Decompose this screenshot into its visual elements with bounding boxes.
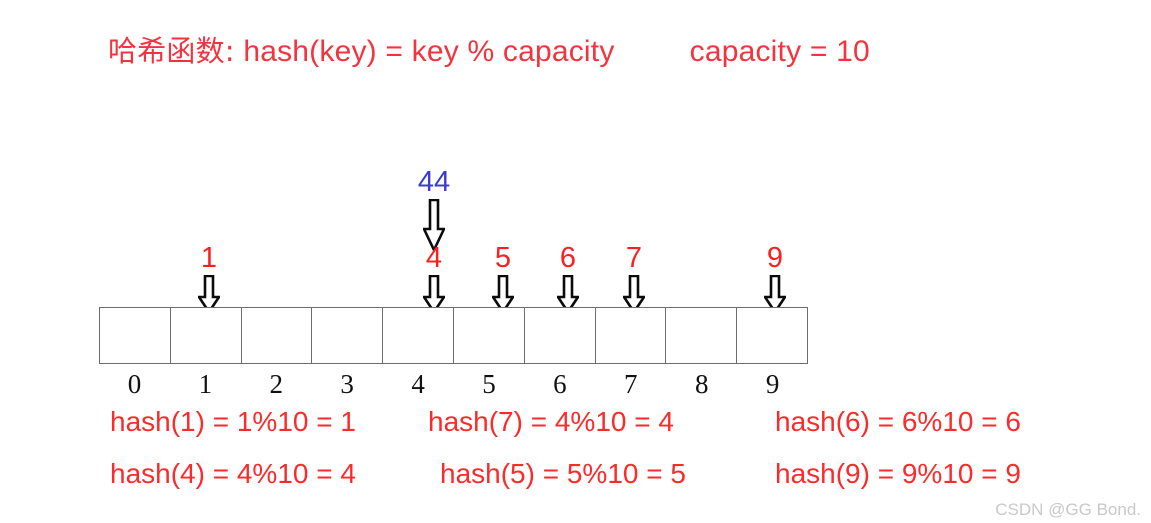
- array-index-row: 0 1 2 3 4 5 6 7 8 9: [99, 369, 808, 399]
- header-cjk-prefix: 哈希函数:: [108, 34, 235, 68]
- arrow-down-icon: [179, 274, 239, 318]
- key-marker-label: 4: [425, 242, 443, 274]
- array-index-label: 9: [765, 369, 780, 399]
- key-marker: 44: [404, 167, 464, 256]
- array-cell[interactable]: [596, 308, 667, 363]
- array-index-label: 5: [482, 369, 496, 399]
- array-index-label: 4: [411, 369, 425, 399]
- array-cell[interactable]: [242, 308, 313, 363]
- array-cell[interactable]: [312, 308, 384, 363]
- array-cells: [99, 307, 808, 364]
- arrow-down-icon: [404, 198, 464, 256]
- key-marker: 7: [604, 243, 664, 318]
- array-cell[interactable]: [525, 308, 596, 363]
- header-formula-line: 哈希函数: hash(key) = key % capacity capacit…: [108, 32, 870, 71]
- key-marker: 9: [745, 243, 805, 318]
- arrow-down-icon: [404, 274, 464, 318]
- hash-table-array: [99, 307, 808, 364]
- array-cell[interactable]: [666, 308, 738, 363]
- array-cell[interactable]: [737, 308, 807, 363]
- array-index-label: 2: [269, 369, 284, 399]
- key-marker-label: 6: [559, 242, 577, 274]
- array-cell[interactable]: [171, 308, 242, 363]
- array-index-label: 6: [553, 369, 567, 399]
- array-index-label: 8: [694, 369, 709, 399]
- hash-formula-item: hash(6) = 6%10 = 6: [775, 406, 1021, 437]
- hash-formula-item: hash(1) = 1%10 = 1: [110, 406, 356, 437]
- array-cell[interactable]: [454, 308, 525, 363]
- arrow-down-icon: [538, 274, 598, 318]
- array-index-label: 7: [624, 369, 638, 399]
- header-hash-formula: hash(key) = key % capacity: [243, 35, 615, 68]
- array-index-label: 3: [340, 369, 354, 399]
- arrow-down-icon: [604, 274, 664, 318]
- header-capacity-value: capacity = 10: [689, 35, 870, 68]
- hash-formula-item: hash(9) = 9%10 = 9: [775, 458, 1021, 489]
- hash-formula-item: hash(5) = 5%10 = 5: [440, 458, 686, 489]
- key-marker-label: 44: [417, 166, 451, 198]
- array-index-label: 1: [198, 369, 213, 399]
- arrow-down-icon: [473, 274, 533, 318]
- hash-formula-item: hash(7) = 4%10 = 4: [428, 406, 674, 437]
- array-index-label: 0: [127, 369, 142, 399]
- arrow-down-icon: [745, 274, 805, 318]
- key-marker-label: 1: [200, 242, 218, 274]
- key-marker-label: 7: [625, 242, 643, 274]
- key-marker-label: 9: [766, 242, 784, 274]
- array-cell[interactable]: [100, 308, 171, 363]
- watermark: CSDN @GG Bond.: [995, 500, 1141, 519]
- key-marker: 1: [179, 243, 239, 318]
- hash-formula-item: hash(4) = 4%10 = 4: [110, 458, 356, 489]
- key-marker: 6: [538, 243, 598, 318]
- array-cell[interactable]: [383, 308, 454, 363]
- key-marker-label: 5: [494, 242, 512, 274]
- key-marker: 4: [404, 243, 464, 318]
- key-marker: 5: [473, 243, 533, 318]
